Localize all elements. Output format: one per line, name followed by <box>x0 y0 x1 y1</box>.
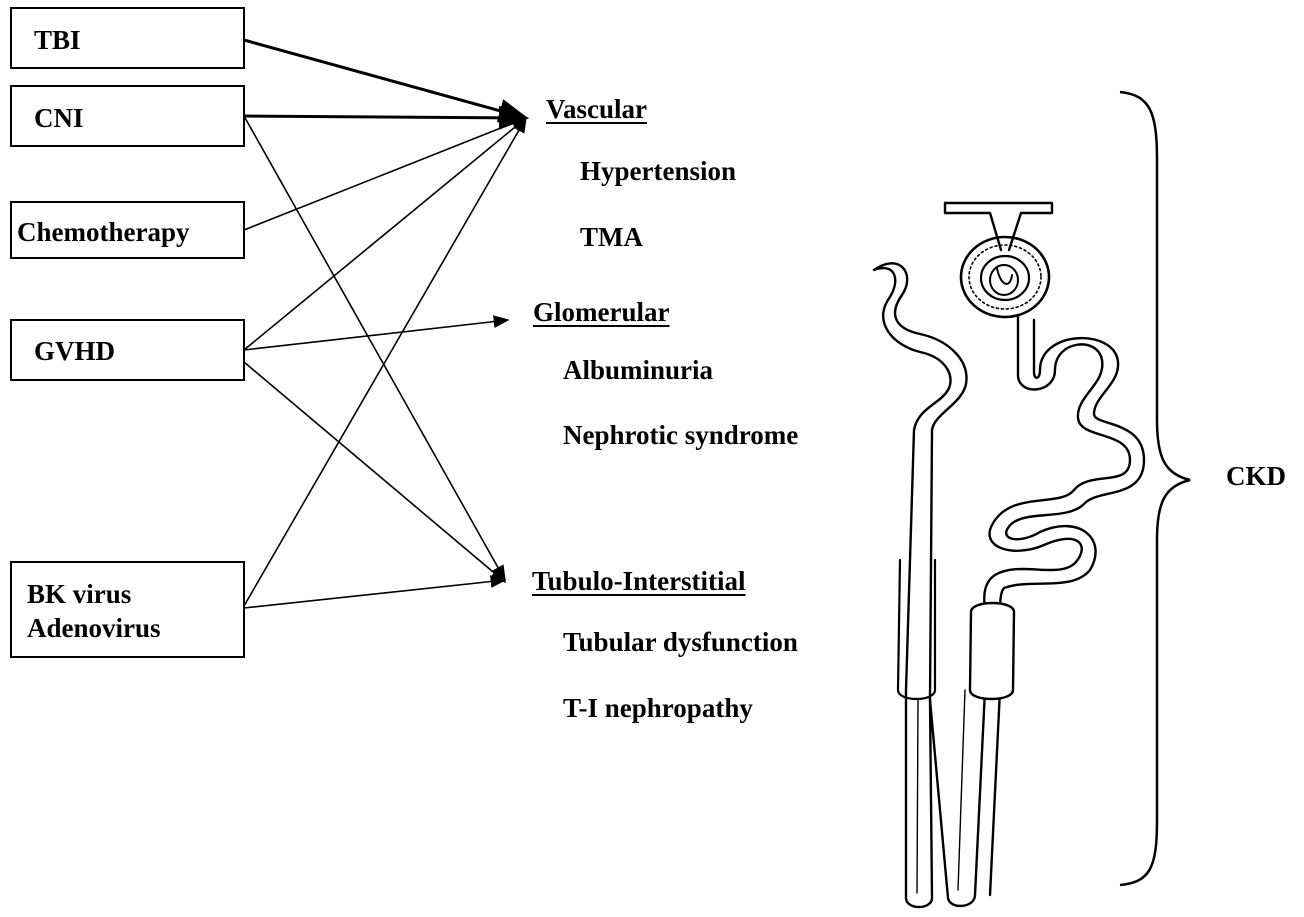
cause-box-chemotherapy: Chemotherapy <box>10 201 245 259</box>
arrow-tbi-to-vascular <box>244 40 526 118</box>
category-item-tubular-dysfunction: Tubular dysfunction <box>563 627 798 657</box>
cause-box-tbi: TBI <box>10 7 245 69</box>
category-heading-glomerular: Glomerular <box>533 297 669 327</box>
cause-label-cni: CNI <box>34 103 84 133</box>
category-heading-tubulo-interstitial: Tubulo-Interstitial <box>532 566 746 596</box>
arrow-cni-to-vascular <box>244 116 526 118</box>
cause-label-tbi: TBI <box>34 25 81 55</box>
category-item-albuminuria: Albuminuria <box>563 355 713 385</box>
grouping-brace <box>1120 92 1190 885</box>
category-item-nephrotic-syndrome: Nephrotic syndrome <box>563 420 798 450</box>
arrow-gvhd-to-tubulo-interstitial <box>244 362 505 582</box>
cause-box-gvhd: GVHD <box>10 319 245 381</box>
outcome-label-ckd: CKD <box>1226 461 1286 491</box>
cause-arrows <box>244 40 526 608</box>
cause-label-bk-virus: BK virus <box>27 579 131 609</box>
cause-label-chemotherapy: Chemotherapy <box>17 217 189 247</box>
arrow-cni-to-tubulo-interstitial <box>244 116 505 580</box>
arrow-gvhd-to-vascular <box>244 118 526 350</box>
arrow-gvhd-to-glomerular <box>244 320 508 350</box>
category-item-hypertension: Hypertension <box>580 156 736 186</box>
cause-label-adenovirus: Adenovirus <box>27 613 161 643</box>
cause-label-gvhd: GVHD <box>34 336 115 366</box>
category-heading-vascular: Vascular <box>546 94 647 124</box>
cause-box-viral-infection: BK virus Adenovirus <box>10 561 245 658</box>
arrow-chemotherapy-to-vascular <box>244 118 526 230</box>
category-item-t-i-nephropathy: T-I nephropathy <box>563 693 753 723</box>
category-item-tma: TMA <box>580 222 643 252</box>
cause-box-cni: CNI <box>10 85 245 147</box>
arrow-virus-to-tubulo-interstitial <box>244 580 505 608</box>
nephron-illustration <box>874 203 1144 907</box>
